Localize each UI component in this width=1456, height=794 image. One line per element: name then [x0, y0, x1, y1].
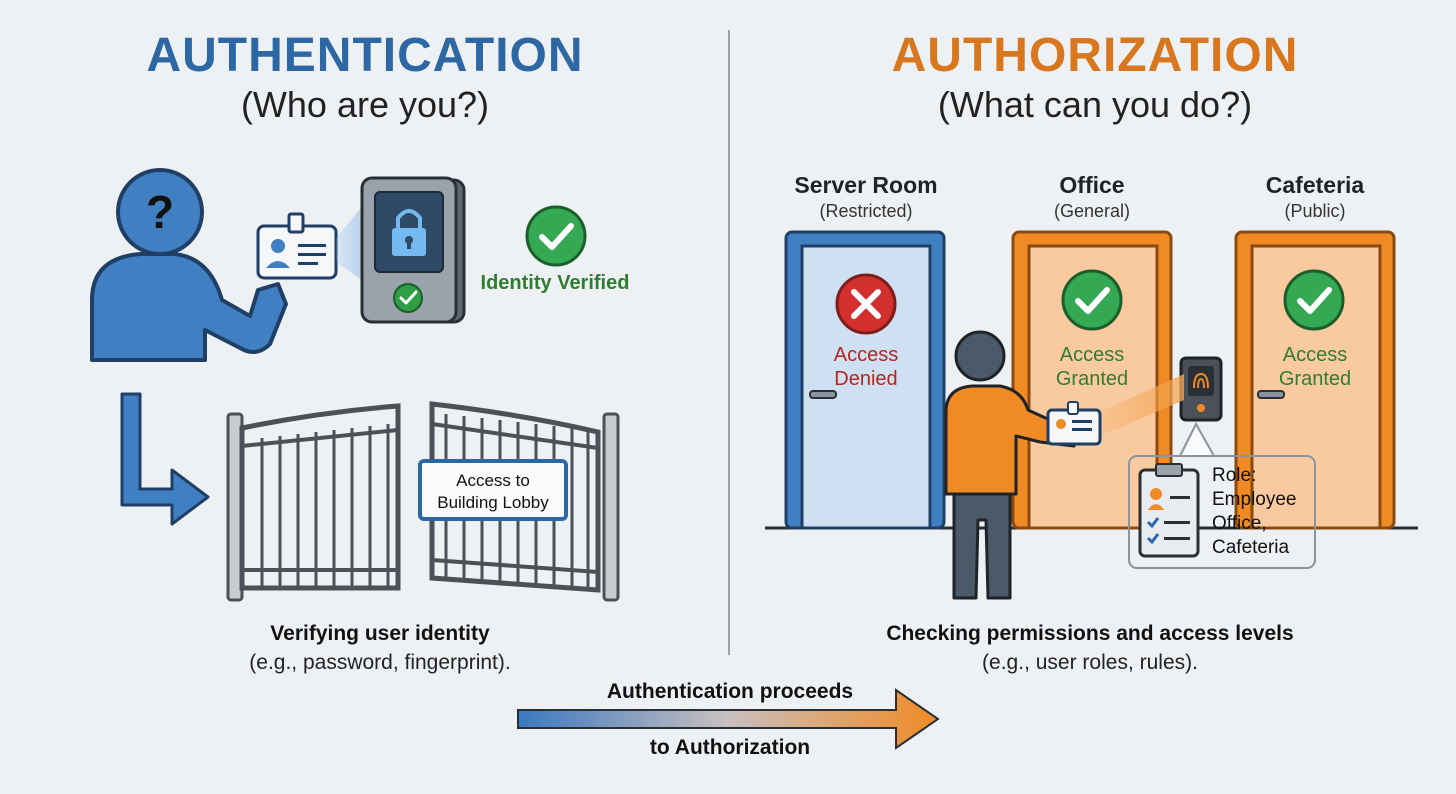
identity-verified-label: Identity Verified — [480, 272, 630, 294]
flow-label-bottom: to Authorization — [649, 736, 811, 759]
status-line2: Granted — [1278, 368, 1352, 390]
flow-label-top: Authentication proceeds — [606, 680, 854, 703]
callout-pointer — [1178, 421, 1216, 457]
authentication-subtitle: (Who are you?) — [240, 84, 490, 125]
scanner-device-icon — [360, 176, 466, 324]
check-icon — [1283, 269, 1345, 331]
authorization-subtitle: (What can you do?) — [937, 84, 1253, 125]
role-card-box — [1128, 455, 1316, 569]
authorization-caption: Checking permissions and access levels — [886, 622, 1294, 645]
padlock-icon — [392, 209, 426, 256]
role-card-text: Role: Employee Office, Cafeteria — [1212, 464, 1297, 560]
door-status-server-room: Access Denied — [806, 343, 926, 391]
cross-icon — [835, 273, 897, 335]
gate-sign: Access to Building Lobby — [418, 459, 568, 521]
authentication-caption-sub: (e.g., password, fingerprint). — [249, 651, 511, 674]
authorization-title: AUTHORIZATION — [891, 29, 1299, 82]
door-title-cafeteria: Cafeteria — [1265, 172, 1365, 198]
check-icon — [1061, 269, 1123, 331]
status-line1: Access — [1059, 344, 1125, 366]
role-line1: Role: — [1212, 465, 1257, 486]
status-line2: Denied — [834, 368, 898, 390]
scan-beam — [1100, 374, 1184, 436]
gate-sign-line2: Building Lobby — [437, 493, 549, 512]
status-line2: Granted — [1055, 368, 1129, 390]
door-level-cafeteria: (Public) — [1284, 201, 1346, 221]
question-icon: ? — [146, 186, 174, 238]
arrow-icon — [517, 688, 940, 750]
role-line2: Employee — [1212, 489, 1297, 510]
person-unknown-icon: ? — [90, 168, 288, 362]
role-line3: Office, — [1212, 513, 1267, 534]
id-card-icon — [1046, 401, 1102, 446]
gate-sign-line1: Access to — [456, 471, 530, 490]
door-title-server-room: Server Room — [794, 172, 938, 198]
door-title-office: Office — [1059, 172, 1125, 198]
gate-icon — [226, 401, 620, 602]
door-level-server-room: (Restricted) — [819, 201, 913, 221]
authentication-caption: Verifying user identity — [270, 622, 490, 645]
section-divider — [728, 30, 730, 655]
status-line1: Access — [1282, 344, 1348, 366]
id-card-icon — [256, 212, 338, 280]
door-status-office: Access Granted — [1032, 343, 1152, 391]
flow-down-arrow-icon — [120, 392, 210, 526]
check-icon — [525, 205, 587, 267]
door-level-office: (General) — [1053, 201, 1131, 221]
authorization-caption-sub: (e.g., user roles, rules). — [982, 651, 1198, 674]
clipboard-icon — [1138, 463, 1200, 558]
fingerprint-icon — [1179, 356, 1223, 422]
role-line4: Cafeteria — [1212, 537, 1290, 558]
status-line1: Access — [833, 344, 899, 366]
door-status-cafeteria: Access Granted — [1255, 343, 1375, 391]
authentication-title: AUTHENTICATION — [146, 29, 584, 82]
door-server-room — [784, 230, 946, 530]
